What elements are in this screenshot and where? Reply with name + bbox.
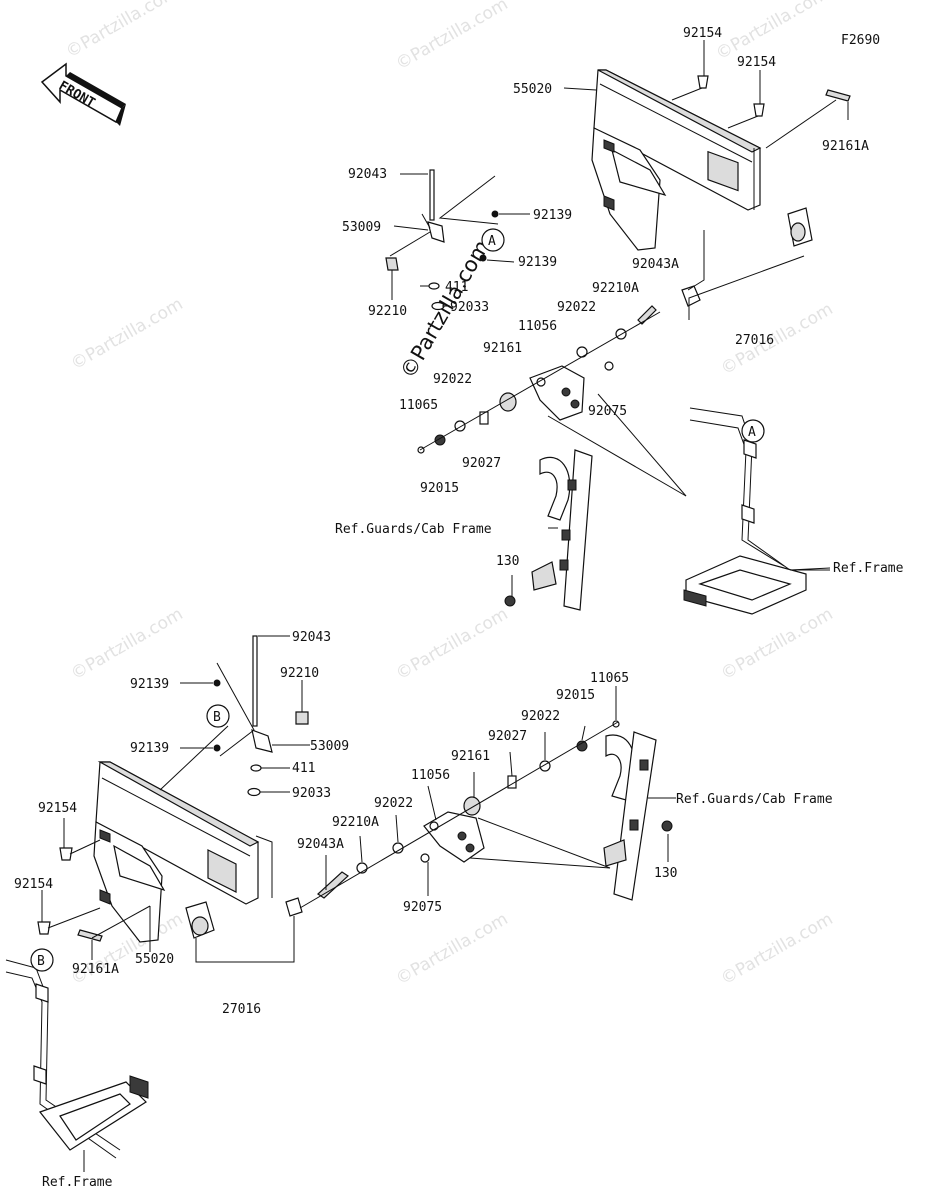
callout-a: [741, 419, 765, 443]
label-92210: 92210: [280, 666, 319, 681]
callout-a-label: A: [748, 425, 756, 440]
label-92210A: 92210A: [332, 815, 379, 830]
label-92033: 92033: [450, 300, 489, 315]
label-27016: 27016: [222, 1002, 261, 1017]
screw-upper: [753, 103, 765, 117]
upper-assembly: A A 92154 92154 55020 92161A 92043 92139…: [335, 26, 904, 615]
watermark: ©Partzilla.com: [393, 0, 512, 74]
label-92154: 92154: [737, 55, 776, 70]
main-frame-lower: [5, 959, 149, 1159]
callout-a: [481, 228, 505, 252]
figure-code: F2690: [841, 33, 880, 48]
bracket-upper: [427, 221, 445, 243]
label-92161A: 92161A: [72, 962, 119, 977]
label-11056: 11056: [518, 319, 557, 334]
label-92022: 92022: [433, 372, 472, 387]
label-ref-frame: Ref.Frame: [42, 1175, 113, 1190]
label-92043: 92043: [292, 630, 331, 645]
label-92139: 92139: [130, 677, 169, 692]
label-11056: 11056: [411, 768, 450, 783]
watermark: ©Partzilla.com: [393, 909, 512, 989]
label-411: 411: [445, 280, 468, 295]
callout-b: [206, 704, 230, 728]
label-53009: 53009: [310, 739, 349, 754]
label-53009: 53009: [342, 220, 381, 235]
label-92139: 92139: [130, 741, 169, 756]
screw-lower: [59, 847, 73, 861]
label-11065: 11065: [590, 671, 629, 686]
watermark: ©Partzilla.com: [718, 604, 837, 684]
label-92161A: 92161A: [822, 139, 869, 154]
label-92154: 92154: [683, 26, 722, 41]
label-92154: 92154: [38, 801, 77, 816]
taillight-housing-lower: [93, 761, 260, 943]
cab-frame-lower: [603, 731, 657, 901]
label-92210A: 92210A: [592, 281, 639, 296]
label-92210: 92210: [368, 304, 407, 319]
watermark: ©Partzilla.com: [393, 604, 512, 684]
label-92043A: 92043A: [632, 257, 679, 272]
trim-strip-lower: [77, 929, 103, 942]
label-ref-guards: Ref.Guards/Cab Frame: [676, 792, 833, 807]
cab-frame-upper: [531, 449, 593, 611]
label-11065: 11065: [399, 398, 438, 413]
trim-strip-upper: [825, 89, 851, 102]
lower-assembly: B B 92043 92210 11065 92139 92015 92022 …: [5, 630, 833, 1190]
front-arrow-icon: FRONT: [40, 62, 126, 126]
bolt-upper: [429, 169, 435, 221]
label-92015: 92015: [556, 688, 595, 703]
label-92154: 92154: [14, 877, 53, 892]
label-92022: 92022: [557, 300, 596, 315]
label-92075: 92075: [403, 900, 442, 915]
label-92033: 92033: [292, 786, 331, 801]
label-55020: 55020: [135, 952, 174, 967]
label-92139: 92139: [533, 208, 572, 223]
bolt-lower: [252, 635, 258, 727]
label-55020: 55020: [513, 82, 552, 97]
screw-upper: [697, 75, 709, 89]
label-92022: 92022: [521, 709, 560, 724]
label-411: 411: [292, 761, 315, 776]
label-92027: 92027: [488, 729, 527, 744]
label-92075: 92075: [588, 404, 627, 419]
label-130: 130: [496, 554, 519, 569]
label-92161: 92161: [483, 341, 522, 356]
watermark: ©Partzilla.com: [68, 604, 187, 684]
label-92161: 92161: [451, 749, 490, 764]
label-92027: 92027: [462, 456, 501, 471]
label-ref-frame: Ref.Frame: [833, 561, 904, 576]
watermark: ©Partzilla.com: [68, 294, 187, 374]
watermark: ©Partzilla.com: [63, 0, 182, 62]
label-130: 130: [654, 866, 677, 881]
callout-b-label: B: [37, 954, 45, 969]
label-92043: 92043: [348, 167, 387, 182]
label-92015: 92015: [420, 481, 459, 496]
callout-a-label: A: [488, 234, 496, 249]
watermark: ©Partzilla.com: [718, 909, 837, 989]
label-27016: 27016: [735, 333, 774, 348]
taillight-housing-upper: [591, 69, 762, 251]
screw-lower: [37, 921, 51, 935]
label-92043A: 92043A: [297, 837, 344, 852]
bracket-lower: [251, 729, 273, 753]
callout-b-label: B: [213, 710, 221, 725]
label-92022: 92022: [374, 796, 413, 811]
label-92139: 92139: [518, 255, 557, 270]
label-ref-guards: Ref.Guards/Cab Frame: [335, 522, 492, 537]
callout-b: [30, 948, 54, 972]
